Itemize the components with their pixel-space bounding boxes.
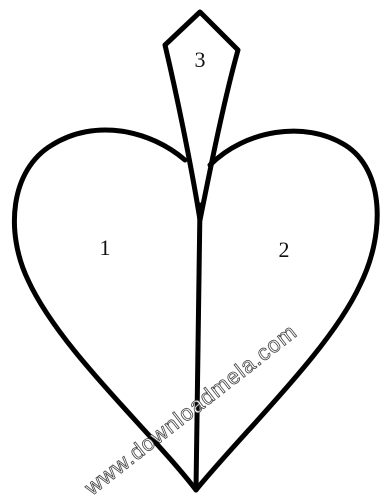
stem-outline <box>165 12 238 220</box>
region-label-stem: 3 <box>195 47 206 72</box>
region-label-right: 2 <box>279 237 290 262</box>
region-label-left: 1 <box>100 235 111 260</box>
center-divider <box>196 205 200 490</box>
